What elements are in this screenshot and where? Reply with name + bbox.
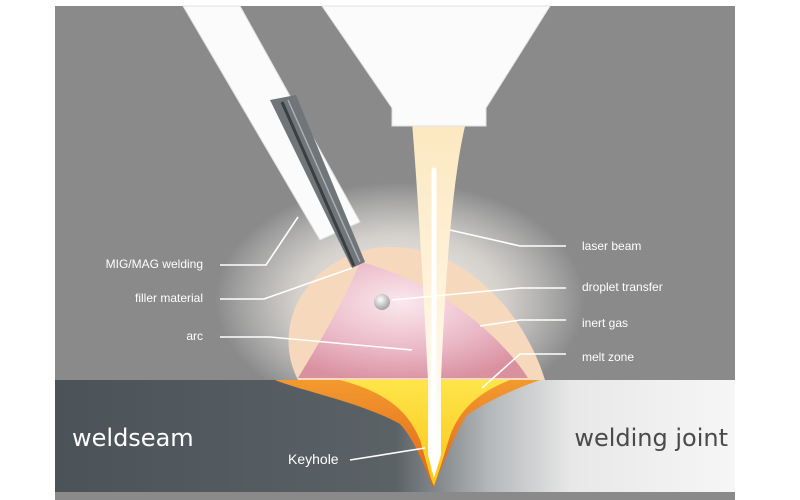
filler-wire-highlight xyxy=(287,99,361,263)
leader-droplet xyxy=(391,287,566,301)
laser-optics-head xyxy=(321,5,551,127)
leader-filler xyxy=(220,267,353,300)
label-droplet-transfer: droplet transfer xyxy=(582,280,663,294)
label-welding-joint: welding joint xyxy=(574,424,728,452)
label-filler-material: filler material xyxy=(135,291,203,305)
label-weldseam: weldseam xyxy=(72,424,194,452)
label-keyhole: Keyhole xyxy=(288,451,339,467)
label-laser-beam: laser beam xyxy=(582,239,641,253)
arc-plasma xyxy=(298,262,528,378)
leader-keyhole xyxy=(349,447,426,461)
label-mig-mag-welding: MIG/MAG welding xyxy=(106,257,203,271)
filler-wire xyxy=(280,101,356,267)
laser-beam xyxy=(412,122,466,478)
keyhole-core xyxy=(340,380,510,486)
label-arc: arc xyxy=(186,329,203,343)
label-melt-zone: melt zone xyxy=(582,350,634,364)
leader-inert-gas xyxy=(479,319,566,327)
melt-zone xyxy=(275,380,540,488)
droplet-icon xyxy=(374,294,390,310)
leader-lines xyxy=(220,216,566,461)
leader-melt-zone xyxy=(481,353,566,389)
label-inert-gas: inert gas xyxy=(582,316,628,330)
leader-arc xyxy=(220,336,413,351)
leader-laser-beam xyxy=(449,229,566,247)
leader-mig-mag xyxy=(220,216,299,266)
